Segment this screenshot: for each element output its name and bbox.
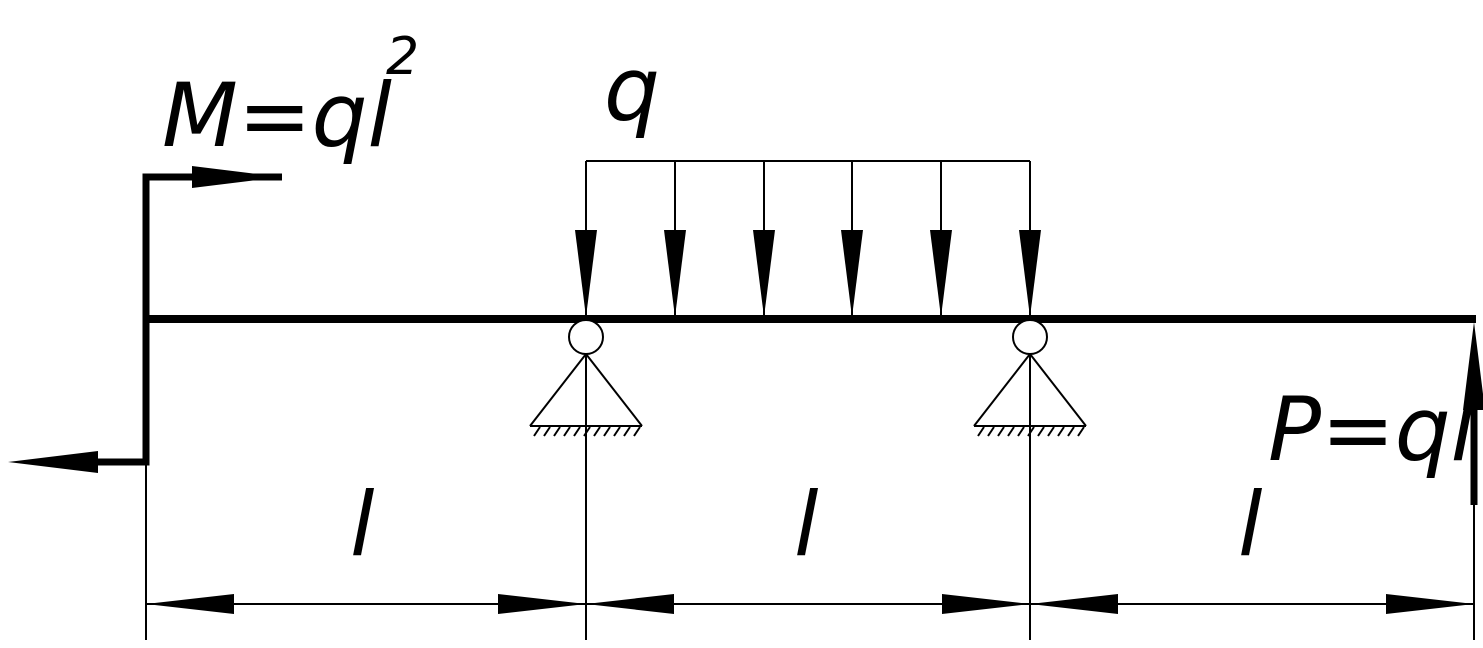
extension-lines bbox=[145, 354, 1475, 640]
span-2-label: l bbox=[794, 473, 819, 576]
force-label: P=ql bbox=[1268, 378, 1476, 481]
distributed-load bbox=[575, 160, 1041, 317]
point-force bbox=[1463, 322, 1483, 505]
moment-couple bbox=[8, 166, 282, 473]
load-label: q bbox=[604, 38, 660, 141]
moment-label: M=ql bbox=[162, 64, 393, 167]
moment-exponent: 2 bbox=[386, 27, 419, 87]
moment-arrow-right bbox=[192, 166, 282, 188]
dimension-line bbox=[146, 594, 1474, 614]
span-3-label: l bbox=[1238, 473, 1263, 576]
moment-arrow-left bbox=[8, 451, 98, 473]
span-1-label: l bbox=[350, 473, 375, 576]
